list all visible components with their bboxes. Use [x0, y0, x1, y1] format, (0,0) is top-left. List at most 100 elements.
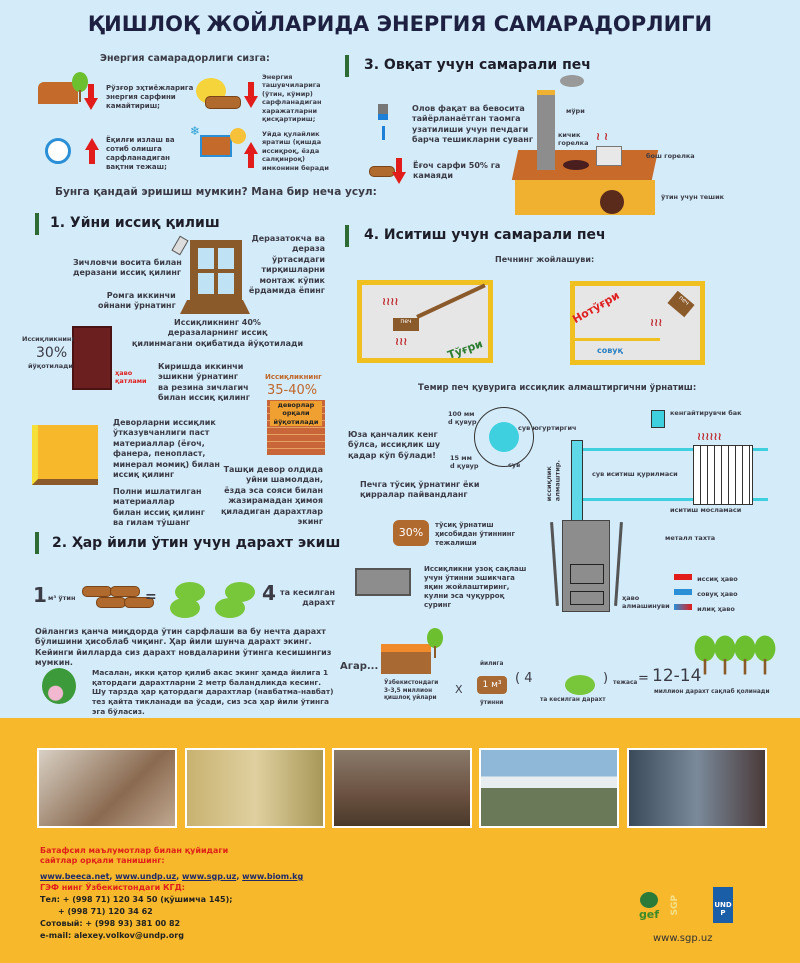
photo-firewood	[332, 748, 472, 828]
window-icon	[190, 240, 242, 302]
houses-label: Ўзбекистондаги 3-3,5 миллион қишлоқ уйла…	[384, 680, 439, 702]
sun-icon	[230, 128, 246, 144]
section-1-title: 1. Уйни иссиқ қилиш	[50, 215, 220, 231]
photo-window-sealing	[37, 748, 177, 828]
photo-mountains	[479, 748, 619, 828]
tree-icon	[72, 72, 88, 102]
heating-unit-label: сув иситиш қурилмаси	[592, 470, 678, 478]
wood-hole-label: ўтин учун тешик	[661, 193, 725, 201]
correct-label: Тўғри	[445, 337, 485, 362]
legend-warm: илиқ ҳаво	[674, 596, 735, 615]
radiator-icon	[693, 445, 753, 505]
pipe-cross-section-icon	[474, 407, 534, 467]
tree-count: 4	[262, 581, 276, 605]
water-label: сув	[508, 461, 521, 469]
floor-tip: Полни ишлатилган материаллар билан иссиқ…	[113, 487, 205, 528]
sealant-tip: Зичловчи восита билан деразани иссиқ қил…	[73, 258, 182, 278]
door-loss-suffix: йўқотилади	[28, 362, 73, 370]
firebox-icon	[355, 568, 411, 596]
house-arrow-down-icon	[38, 82, 78, 104]
intro-heading: Энергия самарадорлиги сизга:	[100, 53, 270, 64]
benefit-text: Рўзғор эҳтиёжларига энергия сарфини кама…	[106, 84, 194, 111]
link-undp[interactable]: www.undp.uz	[115, 872, 177, 881]
chimney-label: мўри	[566, 107, 585, 115]
wood-saving: Ёғоч сарфи 50% га камаяди	[413, 161, 501, 181]
wall-loss-percent: 35-40%	[267, 383, 318, 398]
calc-close: )	[603, 671, 609, 686]
link-beeca[interactable]: www.beeca.net	[40, 872, 110, 881]
stove-label: печ	[667, 290, 695, 318]
surface-tip: Юза қанчалик кенг бўлса, иссиқлик шу қад…	[348, 430, 441, 460]
baffle-tip: Печга тўсиқ ўрнатинг ёки қирралар пайван…	[360, 480, 480, 500]
heat-exchanger-pipe	[571, 440, 583, 525]
cold-label: совуқ	[597, 346, 623, 355]
expansion-tank-icon	[651, 410, 665, 428]
mixer-label: сув югуртиргич	[518, 424, 577, 432]
cut-trees-label: та кесилган дарахт	[540, 697, 606, 703]
wood-amount: 1	[33, 583, 47, 607]
comfort-house-arrow-up-icon	[200, 135, 232, 157]
arrow-down-icon	[244, 82, 258, 108]
wood-unit: м³ ўтин	[48, 594, 76, 602]
benefit-text: Энергия ташувчиларига (ўтин, кўмир) сарф…	[262, 73, 322, 124]
link-biom[interactable]: www.biom.kg	[242, 872, 304, 881]
placement-heading: Печнинг жойлашуви:	[495, 255, 595, 264]
yearly-label: йилига	[480, 661, 504, 667]
section-3-title: 3. Овқат учун самарали печ	[364, 57, 591, 73]
photo-people	[627, 748, 767, 828]
log-icon	[369, 166, 395, 177]
wrong-label: Нотўғри	[570, 288, 622, 327]
metal-plate-label: металл тахта	[665, 534, 716, 542]
window-loss: Иссиқликнинг 40% деразаларнинг иссиқ қил…	[131, 318, 304, 348]
section-2-example: Масалан, икки қатор қилиб акас экинг ҳам…	[92, 668, 334, 716]
link-sgp[interactable]: www.sgp.uz	[182, 872, 237, 881]
email[interactable]: e-mail: alexey.volkov@undp.org	[40, 931, 184, 940]
legend-label: иссиқ ҳаво	[697, 575, 738, 583]
tree-icon	[694, 635, 716, 675]
times: X	[455, 683, 463, 696]
legend-label: совуқ ҳаво	[697, 590, 738, 598]
sgp-logo: SGP	[670, 895, 680, 916]
benefit-text: Ёқилғи излаш ва сотиб олишга сарфланадиг…	[106, 136, 175, 172]
paintbrush-icon	[378, 104, 388, 120]
correct-placement-plan: печ ≀≀≀≀ ≀≀≀ Тўғри	[357, 280, 493, 363]
pot-icon	[596, 146, 622, 166]
links: www.beeca.net, www.undp.uz, www.sgp.uz, …	[40, 872, 304, 881]
sealant-tube-icon	[171, 235, 189, 256]
alarm-clock-arrow-up-icon	[45, 138, 71, 164]
arrow-down-icon	[392, 158, 406, 184]
frame-tip: Ромга иккинчи ойнани ўрнатинг	[98, 291, 176, 311]
gef-logo: gef	[634, 892, 664, 922]
site-link[interactable]: www.sgp.uz	[653, 933, 713, 944]
keep-heat-tip: Иссиқликни узоқ сақлаш учун ўтинни эшикч…	[424, 565, 527, 610]
log-30-icon: 30%	[393, 520, 429, 546]
cut-tree-icon	[175, 582, 205, 602]
section-2-paragraph: Ойлангиз қанча миқдорда ўтин сарфлаши ва…	[35, 627, 332, 668]
door-tip: Киришда иккинчи эшикни ўрнатинг ва резин…	[158, 362, 250, 403]
tel2: + (998 71) 120 34 62	[58, 907, 153, 916]
legend-cold: совуқ ҳаво	[674, 581, 738, 600]
pipe-15-label: 15 мм d қувур	[450, 454, 479, 471]
walls-tip: Деворларни иссиқлик ўтказувчанлиги паст …	[113, 418, 220, 479]
arrow-down-icon	[84, 84, 98, 110]
calc-open: ( 4	[515, 671, 533, 686]
equals: =	[145, 589, 157, 605]
pipe-100-label: 100 мм d қувур	[448, 410, 477, 427]
small-burner-label: кичик горелка	[558, 131, 589, 148]
mobile: Сотовый: + (998 93) 381 00 82	[40, 919, 181, 928]
wall-loss-text: деворлар орқали йўқотилади	[270, 401, 322, 427]
rural-house-icon	[381, 644, 431, 674]
wood-label: ўтинни	[480, 700, 504, 706]
calc-if: Агар...	[340, 661, 379, 672]
seal-tip: Олов фақат ва бевосита тайёрланаётган та…	[412, 104, 534, 145]
arrow-up-icon	[85, 138, 99, 164]
result-number: 12-14	[652, 666, 702, 686]
acacia-branch-icon	[42, 668, 76, 704]
gef-office: ГЭФ нинг Ўзбекистондаги КГД:	[40, 883, 185, 892]
smoke-icon	[560, 75, 584, 87]
tank-label: кенгайтирувчи бак	[670, 409, 742, 417]
door-loss-percent: 30%	[36, 345, 68, 361]
chimney-icon	[537, 90, 555, 170]
saves-label: тежаса	[613, 680, 638, 686]
wall-loss-label: Иссиқликнинг	[265, 373, 322, 381]
